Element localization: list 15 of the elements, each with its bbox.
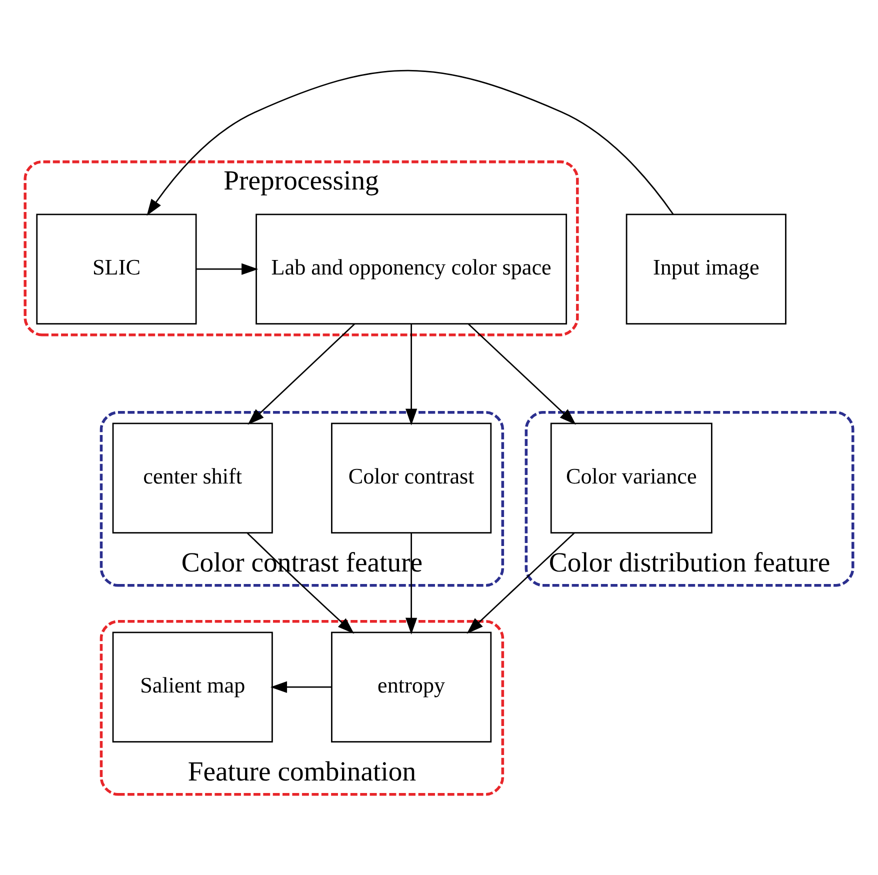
arrow xyxy=(468,323,576,424)
node-box: entropy xyxy=(331,631,492,742)
node-box: SLIC xyxy=(36,213,197,324)
node-box: Color contrast xyxy=(331,422,492,533)
arrow xyxy=(270,680,332,692)
node-box: Lab and opponency color space xyxy=(256,213,568,324)
arrow xyxy=(466,532,575,634)
arrow xyxy=(406,324,418,425)
node-box: center shift xyxy=(112,422,273,533)
arrow xyxy=(146,69,674,216)
arrow xyxy=(248,323,355,424)
node-box: Input image xyxy=(626,213,786,324)
arrow xyxy=(196,262,258,274)
node-box: Salient map xyxy=(112,631,273,742)
node-box: Color variance xyxy=(550,422,712,533)
